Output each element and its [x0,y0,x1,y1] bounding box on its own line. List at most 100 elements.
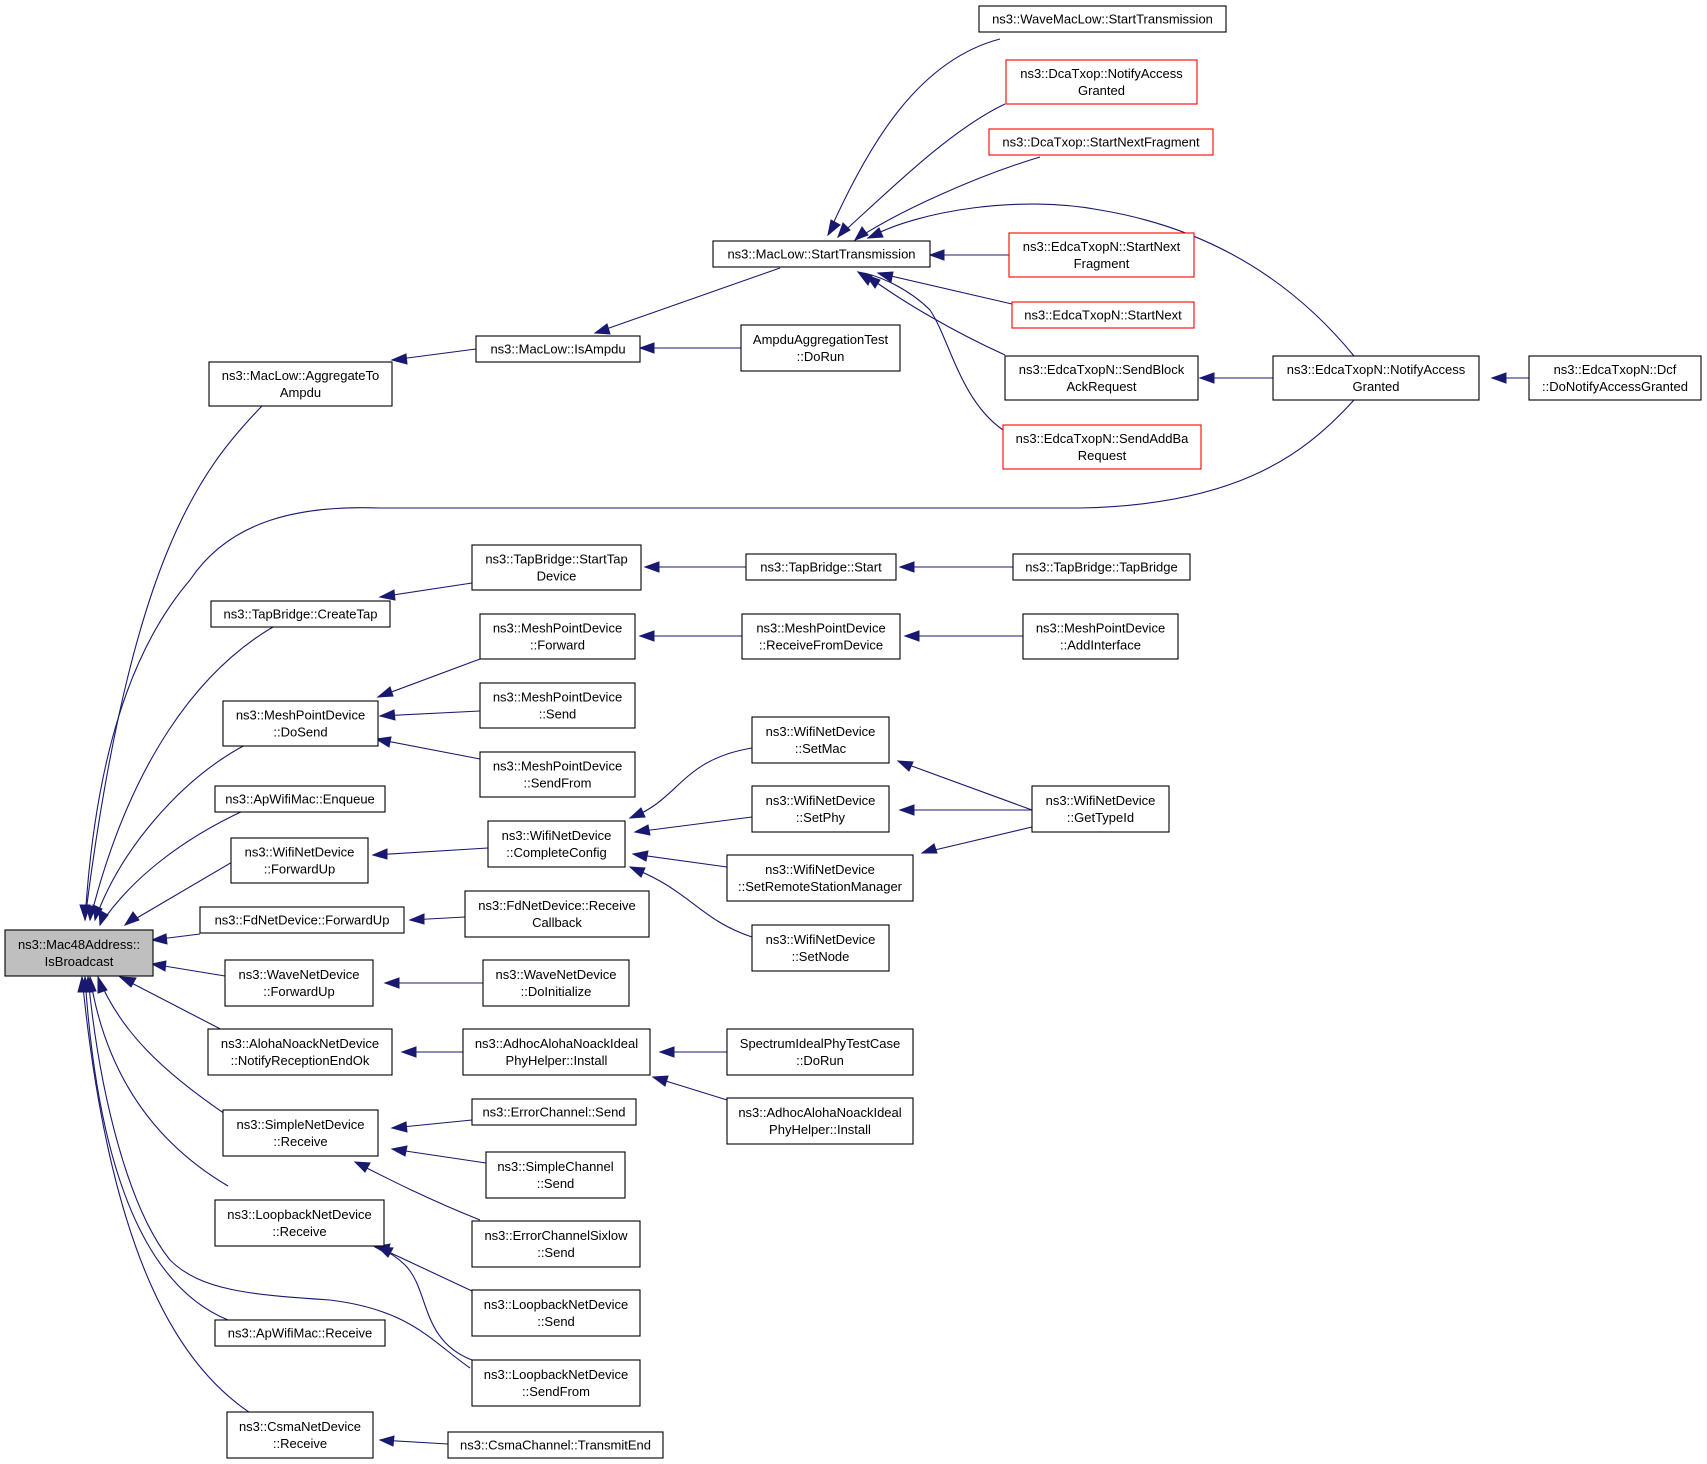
node-edcanotify[interactable]: ns3::EdcaTxopN::NotifyAccessGranted [1272,355,1480,401]
node-wififwd[interactable]: ns3::WifiNetDevice::ForwardUp [230,837,369,884]
node-edcanextfrag[interactable]: ns3::EdcaTxopN::StartNextFragment [1008,232,1195,278]
node-box [214,1319,386,1347]
node-box [487,820,626,868]
node-csmarecv[interactable]: ns3::CsmaNetDevice::Receive [226,1411,374,1459]
node-setmac[interactable]: ns3::WifiNetDevice::SetMac [751,716,890,764]
node-edcanext[interactable]: ns3::EdcaTxopN::StartNext [1011,301,1195,329]
node-errsixlow[interactable]: ns3::ErrorChannelSixlow::Send [471,1220,641,1268]
node-label: ::CompleteConfig [506,845,606,860]
node-ampdutest[interactable]: AmpduAggregationTest::DoRun [740,324,901,372]
node-label: ns3::EdcaTxopN::StartNext [1024,308,1182,323]
edge-loopsendfrom-root [87,976,471,1369]
node-label: ::SetNode [792,949,850,964]
node-simplesend[interactable]: ns3::SimpleChannel::Send [485,1151,626,1199]
node-box [1002,424,1202,470]
node-label: ns3::WifiNetDevice [766,932,876,947]
node-box [199,906,405,934]
node-meshaddif[interactable]: ns3::MeshPointDevice::AddInterface [1022,613,1179,660]
arrowhead [643,561,660,573]
node-setnode[interactable]: ns3::WifiNetDevice::SetNode [751,924,890,972]
node-apenqueue[interactable]: ns3::ApWifiMac::Enqueue [214,785,386,813]
node-label: ns3::AdhocAlohaNoackIdeal [738,1105,901,1120]
node-dcanotify[interactable]: ns3::DcaTxop::NotifyAccessGranted [1005,59,1198,105]
edge-dcanext-starttx [854,156,1041,241]
node-createtap[interactable]: ns3::TapBridge::CreateTap [210,600,391,628]
node-gettypeid[interactable]: ns3::WifiNetDevice::GetTypeId [1031,785,1170,833]
node-adhoc2[interactable]: ns3::AdhocAlohaNoackIdealPhyHelper::Inst… [726,1097,914,1145]
node-wavefwd[interactable]: ns3::WaveNetDevice::ForwardUp [224,959,374,1007]
node-box [4,929,154,977]
node-fdfwd[interactable]: ns3::FdNetDevice::ForwardUp [199,906,405,934]
node-box [1528,355,1702,401]
node-errsend[interactable]: ns3::ErrorChannel::Send [471,1098,637,1126]
node-label: ns3::MeshPointDevice [1036,621,1165,636]
arrowhead [903,630,920,642]
node-label: ::Send [537,1314,575,1329]
node-meshforward[interactable]: ns3::MeshPointDevice::Forward [479,613,636,660]
node-label: ns3::WifiNetDevice [765,862,875,877]
edge-edcanext-starttx [877,272,1013,305]
edge-meshdosend-root [94,744,246,921]
node-loopsendfrom[interactable]: ns3::LoopbackNetDevice::SendFrom [471,1359,641,1407]
node-starttx[interactable]: ns3::MacLow::StartTransmission [712,240,931,268]
node-adhoc1[interactable]: ns3::AdhocAlohaNoackIdealPhyHelper::Inst… [462,1028,651,1076]
node-label: AmpduAggregationTest [753,332,889,347]
node-label: ::Send [539,707,577,722]
edge-looprecv-root [89,976,229,1187]
node-box [471,1220,641,1268]
node-edcadcf[interactable]: ns3::EdcaTxopN::Dcf::DoNotifyAccessGrant… [1528,355,1702,401]
node-box [1012,553,1191,581]
node-label: ::NotifyReceptionEndOk [231,1053,370,1068]
node-box [1011,301,1195,329]
node-meshdosend[interactable]: ns3::MeshPointDevice::DoSend [222,700,379,747]
node-label: PhyHelper::Install [506,1053,608,1068]
node-aprecv[interactable]: ns3::ApWifiMac::Receive [214,1319,386,1347]
node-root[interactable]: ns3::Mac48Address::IsBroadcast [4,929,154,977]
node-label: ns3::WifiNetDevice [1046,793,1156,808]
node-waveinit[interactable]: ns3::WaveNetDevice::DoInitialize [482,959,630,1007]
arrowhead [408,913,425,925]
node-aloha[interactable]: ns3::AlohaNoackNetDevice::NotifyReceptio… [207,1028,393,1076]
node-dcanext[interactable]: ns3::DcaTxop::StartNextFragment [988,128,1214,156]
arrowhead [371,848,388,860]
edge-loopsendfrom-looprecv [374,1246,473,1361]
node-box [482,959,630,1007]
node-simplerecv[interactable]: ns3::SimpleNetDevice::Receive [222,1109,379,1157]
node-spectrum[interactable]: SpectrumIdealPhyTestCase::DoRun [726,1028,914,1076]
arrowhead [98,909,109,927]
node-label: ns3::SimpleNetDevice [237,1117,365,1132]
node-label: ns3::WaveMacLow::StartTransmission [992,12,1213,27]
edge-createtap-root [89,626,274,921]
node-box [222,700,379,747]
node-box [224,959,374,1007]
nodes: ns3::Mac48Address::IsBroadcast ns3::MacLo… [4,5,1702,1459]
arrowhead [853,226,869,241]
node-label: ns3::MeshPointDevice [493,690,622,705]
node-isampdu[interactable]: ns3::MacLow::IsAmpdu [475,335,641,363]
node-tapstart[interactable]: ns3::TapBridge::Start [745,553,897,581]
edge-setnode-completecfg [629,866,753,938]
node-meshsendfrom[interactable]: ns3::MeshPointDevice::SendFrom [479,751,636,798]
arrowhead [383,977,400,989]
node-label: ns3::LoopbackNetDevice [484,1297,629,1312]
node-csmatx[interactable]: ns3::CsmaChannel::TransmitEnd [447,1431,664,1459]
node-completecfg[interactable]: ns3::WifiNetDevice::CompleteConfig [487,820,626,868]
node-tapbridge[interactable]: ns3::TapBridge::TapBridge [1012,553,1191,581]
node-setrsm[interactable]: ns3::WifiNetDevice::SetRemoteStationMana… [726,854,914,902]
node-meshsend[interactable]: ns3::MeshPointDevice::Send [479,682,636,729]
edge-setmac-completecfg [629,747,753,819]
node-looprecv[interactable]: ns3::LoopbackNetDevice::Receive [214,1199,385,1247]
node-box [751,924,890,972]
node-box [741,613,901,660]
node-loopsend[interactable]: ns3::LoopbackNetDevice::Send [471,1289,641,1337]
node-wavemaclow[interactable]: ns3::WaveMacLow::StartTransmission [978,5,1227,33]
arrowhead [83,975,94,993]
node-setphy[interactable]: ns3::WifiNetDevice::SetPhy [751,785,890,833]
node-label: ns3::EdcaTxopN::Dcf [1554,362,1677,377]
node-meshrecv[interactable]: ns3::MeshPointDevice::ReceiveFromDevice [741,613,901,660]
